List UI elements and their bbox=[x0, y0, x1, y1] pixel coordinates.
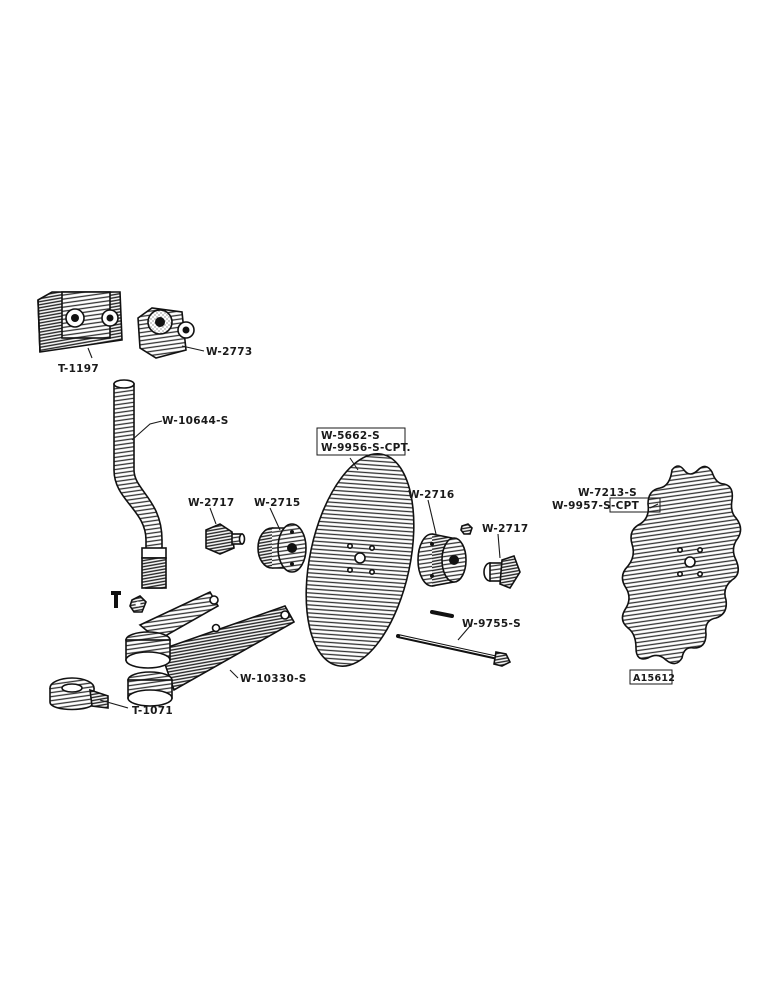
flange-hub-right-drawing bbox=[417, 533, 467, 587]
part-label-w-2716: W-2716 bbox=[408, 489, 455, 501]
part-label-w-10330-s: W-10330-S bbox=[240, 673, 307, 685]
part-label-w-5662-s: W-5662-S bbox=[321, 430, 380, 442]
small-bolt-drawing bbox=[111, 591, 121, 608]
part-label-w-7213-s: W-7213-S bbox=[578, 487, 637, 499]
arm-bracket-drawing bbox=[125, 590, 296, 707]
part-label-t-1071: T-1071 bbox=[132, 705, 173, 717]
long-bolt-drawing bbox=[396, 634, 512, 667]
part-label-w-9956-s-cpt: W-9956-S-CPT. bbox=[321, 442, 411, 454]
part-label-w-2715: W-2715 bbox=[254, 497, 301, 509]
leader-lines bbox=[87, 345, 659, 709]
pipe-clamp-drawing bbox=[49, 677, 109, 711]
part-label-w-9755-s: W-9755-S bbox=[462, 618, 521, 630]
hex-nut-drawing bbox=[460, 523, 473, 535]
notched-disc-blade-drawing bbox=[621, 465, 742, 665]
reference-number-box bbox=[629, 669, 673, 685]
hub-cap-left-drawing bbox=[205, 523, 246, 555]
part-label-w-9957-s-cpt: W-9957-S-CPT bbox=[552, 500, 640, 512]
plain-disc-blade-drawing bbox=[305, 453, 415, 667]
clamp-block-drawing bbox=[137, 307, 195, 359]
part-label-w-2717-left: W-2717 bbox=[188, 497, 235, 509]
small-pin-drawing bbox=[430, 610, 454, 618]
part-label-w-10644-s: W-10644-S bbox=[162, 415, 229, 427]
flange-hub-left-drawing bbox=[257, 523, 307, 573]
part-label-t-1197: T-1197 bbox=[58, 363, 99, 375]
part-label-w-2773: W-2773 bbox=[206, 346, 253, 358]
shank-tube-drawing bbox=[113, 379, 167, 589]
small-nut-drawing bbox=[129, 595, 147, 613]
reference-number: A15612 bbox=[633, 673, 675, 684]
part-label-w-2717-right: W-2717 bbox=[482, 523, 529, 535]
hub-cap-right-drawing bbox=[483, 554, 521, 589]
part-label-box-notched-disc bbox=[609, 497, 661, 513]
bracket-block-drawing bbox=[37, 291, 123, 353]
part-label-box-plain-disc bbox=[316, 427, 406, 456]
